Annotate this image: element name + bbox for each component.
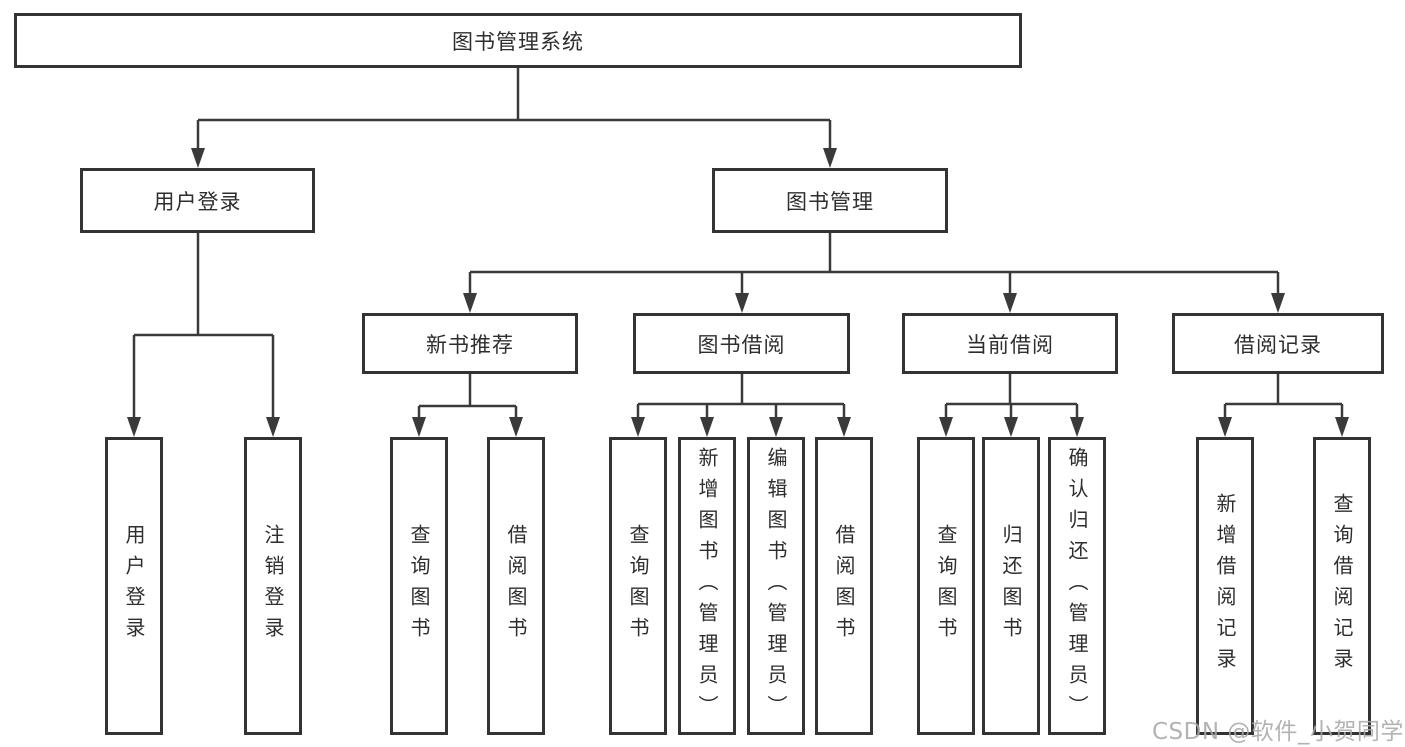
- arrowhead-icon: [631, 417, 645, 437]
- arrowhead-icon: [412, 417, 426, 437]
- node-label: 图书管理: [786, 189, 874, 214]
- arrowhead-icon: [463, 293, 477, 313]
- arrowhead-icon: [1218, 417, 1232, 437]
- node-borrowing-records: 借阅记录: [1172, 313, 1384, 374]
- node-label: 新书推荐: [426, 332, 514, 357]
- node-label: 当前借阅: [966, 332, 1054, 357]
- node-label: 借阅图书: [832, 524, 856, 648]
- arrowhead-icon: [191, 148, 205, 168]
- node-label: 查询图书: [626, 524, 650, 648]
- arrowhead-icon: [1003, 293, 1017, 313]
- arrowhead-icon: [1070, 417, 1084, 437]
- node-book-management: 图书管理: [712, 168, 948, 233]
- node-leaf-query-books-current: 查询图书: [917, 437, 975, 735]
- node-leaf-logout: 注销登录: [244, 437, 302, 735]
- node-label: 查询图书: [934, 524, 958, 648]
- arrowhead-icon: [266, 417, 280, 437]
- node-leaf-query-books-recommend: 查询图书: [390, 437, 448, 735]
- arrowhead-icon: [509, 417, 523, 437]
- node-label: 新增图书（管理员）: [695, 446, 719, 726]
- node-label: 查询借阅记录: [1330, 493, 1354, 679]
- arrowhead-icon: [823, 148, 837, 168]
- arrowhead-icon: [1004, 417, 1018, 437]
- node-leaf-edit-book-admin: 编辑图书（管理员）: [747, 437, 805, 735]
- node-label: 确认归还（管理员）: [1065, 446, 1089, 726]
- node-label: 借阅图书: [504, 524, 528, 648]
- node-leaf-query-books-borrowing: 查询图书: [609, 437, 667, 735]
- arrowhead-icon: [769, 417, 783, 437]
- node-user-login: 用户登录: [80, 168, 315, 233]
- csdn-watermark: CSDN @软件_小贺同学: [1152, 719, 1404, 745]
- node-leaf-user-login: 用户登录: [105, 437, 163, 735]
- node-label: 图书借阅: [697, 332, 786, 357]
- node-current-borrowing: 当前借阅: [902, 313, 1118, 374]
- arrowhead-icon: [700, 417, 714, 437]
- node-leaf-borrow-books-recommend: 借阅图书: [487, 437, 545, 735]
- node-book-borrowing: 图书借阅: [633, 313, 850, 374]
- arrowhead-icon: [735, 293, 749, 313]
- arrowhead-icon: [1335, 417, 1349, 437]
- node-label: 用户登录: [122, 524, 146, 648]
- arrowhead-icon: [1271, 293, 1285, 313]
- arrowhead-icon: [127, 417, 141, 437]
- node-leaf-confirm-return-admin: 确认归还（管理员）: [1048, 437, 1106, 735]
- node-label: 归还图书: [999, 524, 1023, 648]
- node-leaf-borrow-books-borrowing: 借阅图书: [815, 437, 873, 735]
- node-label: 注销登录: [261, 524, 285, 648]
- arrowhead-icon: [837, 417, 851, 437]
- node-new-book-recommend: 新书推荐: [362, 313, 578, 374]
- node-library-management-system: 图书管理系统: [14, 13, 1022, 68]
- node-label: 用户登录: [153, 189, 242, 214]
- node-leaf-query-borrow-record: 查询借阅记录: [1313, 437, 1371, 735]
- node-label: 图书管理系统: [452, 29, 584, 54]
- node-label: 借阅记录: [1234, 332, 1322, 357]
- node-label: 编辑图书（管理员）: [764, 446, 788, 726]
- node-leaf-add-book-admin: 新增图书（管理员）: [678, 437, 736, 735]
- node-label: 新增借阅记录: [1213, 493, 1237, 679]
- node-label: 查询图书: [407, 524, 431, 648]
- arrowhead-icon: [939, 417, 953, 437]
- node-leaf-return-book: 归还图书: [982, 437, 1040, 735]
- node-leaf-add-borrow-record: 新增借阅记录: [1196, 437, 1254, 735]
